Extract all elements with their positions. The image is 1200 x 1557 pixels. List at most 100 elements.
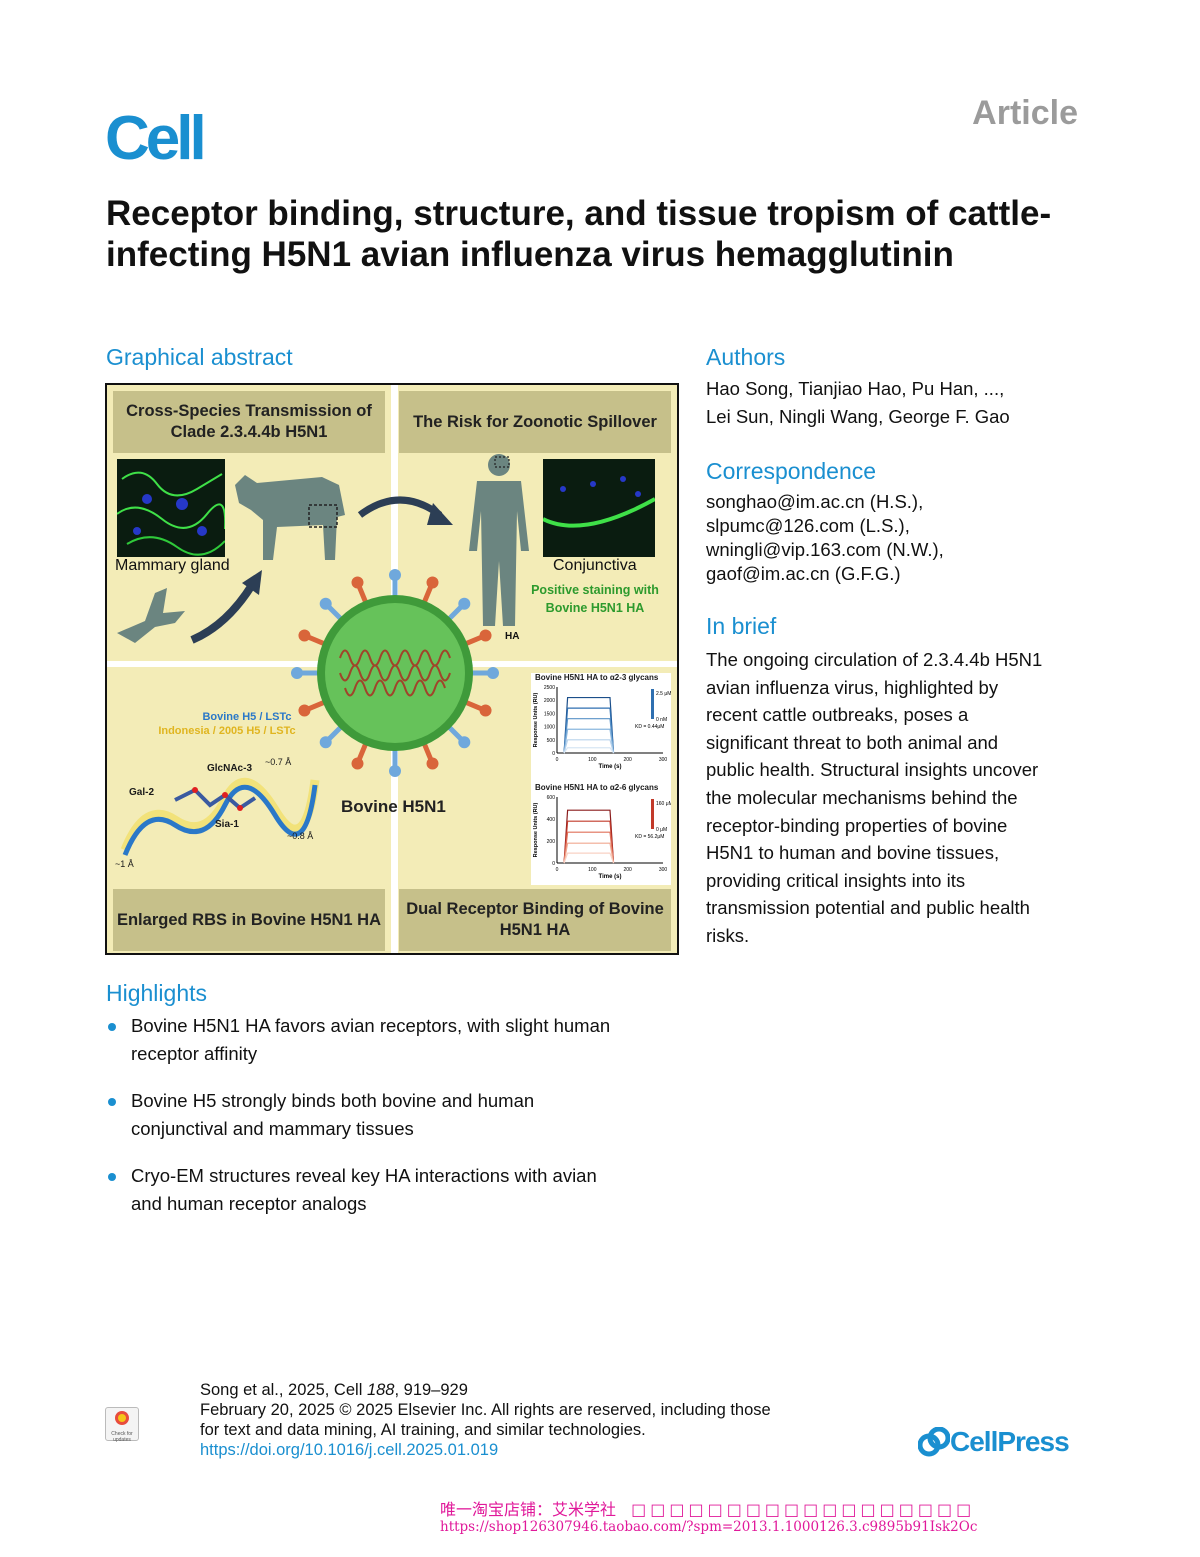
article-title: Receptor binding, structure, and tissue … bbox=[106, 194, 1052, 274]
mammary-micrograph bbox=[116, 459, 227, 557]
rbs-structure-diagram bbox=[120, 777, 320, 856]
in-brief-line: The ongoing circulation of 2.3.4.4b H5N1 bbox=[706, 649, 1043, 670]
article-type-label: Article bbox=[972, 94, 1078, 132]
journal-logo: Cell bbox=[105, 104, 207, 173]
ga-band-top-left-text: Cross-Species Transmission of Clade 2.3.… bbox=[126, 402, 372, 441]
plot-concentration-bar bbox=[651, 799, 654, 829]
watermark-line-1: 唯一淘宝店铺：艾米学社 □□□□□□□□□□□□□□□□□□ bbox=[440, 1496, 975, 1520]
watermark-shop: 唯一淘宝店铺：艾米学社 bbox=[440, 1500, 617, 1519]
glcnac-label: GlcNAc-3 bbox=[207, 763, 253, 774]
in-brief-heading: In brief bbox=[706, 613, 777, 639]
watermark-boxes: □□□□□□□□□□□□□□□□□□ bbox=[631, 1500, 976, 1519]
ha-spike-head bbox=[458, 597, 471, 610]
curved-arrow-icon bbox=[190, 570, 262, 644]
plot-series-line bbox=[563, 820, 615, 864]
ga-band-top-right-text: The Risk for Zoonotic Spillover bbox=[413, 412, 657, 431]
structure-legend-indonesia: Indonesia / 2005 H5 / LSTc bbox=[158, 725, 296, 737]
conjunctiva-tissue-image bbox=[542, 476, 656, 528]
plot-series-line bbox=[563, 696, 615, 754]
highlight-bullet-icon bbox=[108, 1023, 116, 1031]
watermark-url[interactable]: https://shop126307946.taobao.com/?spm=20… bbox=[440, 1519, 978, 1535]
ha-spike-head bbox=[487, 667, 499, 679]
plot-y-tick-label: 1500 bbox=[544, 711, 555, 717]
check-updates-badge[interactable]: Check for updates bbox=[105, 1407, 139, 1443]
ha-spike-head bbox=[389, 765, 401, 777]
ha-label: HA bbox=[505, 631, 520, 642]
virus-particle-diagram bbox=[291, 569, 499, 777]
in-brief-line: recent cattle outbreaks, poses a bbox=[706, 704, 969, 726]
in-brief-line: public health. Structural insights uncov… bbox=[706, 759, 1039, 781]
in-brief-line: the molecular mechanisms behind the bbox=[706, 786, 1018, 808]
ha-spike-head bbox=[351, 757, 364, 770]
highlight-line: receptor affinity bbox=[131, 1043, 258, 1064]
cellpress-mark-icon bbox=[918, 1427, 950, 1457]
graphical-abstract-heading: Graphical abstract bbox=[106, 344, 293, 370]
correspondence-email-2[interactable]: slpumc@126.com (L.S.), bbox=[706, 515, 910, 536]
plot-y-tick-label: 0 bbox=[552, 751, 555, 757]
shift-label-1: ~0.7 Å bbox=[265, 757, 292, 767]
virus-label: Bovine H5N1 bbox=[341, 797, 446, 816]
plot-x-tick-label: 100 bbox=[588, 757, 597, 763]
highlight-item-1: Bovine H5N1 HA favors avian receptors, w… bbox=[131, 1012, 691, 1068]
plot-x-axis-label: Time (s) bbox=[599, 874, 622, 880]
in-brief-text: The ongoing circulation of 2.3.4.4b H5N1… bbox=[706, 646, 1096, 950]
ha-spike-head bbox=[319, 736, 332, 749]
citation-line-1: Song et al., 2025, Cell 188, 919–929 bbox=[200, 1380, 468, 1400]
plot-y-tick-label: 200 bbox=[547, 839, 556, 845]
plot-x-axis-label: Time (s) bbox=[599, 764, 622, 770]
ha-spike-head bbox=[479, 629, 492, 642]
correspondence-email-4[interactable]: gaof@im.ac.cn (G.F.G.) bbox=[706, 563, 901, 584]
citation-authors: Song et al., 2025, Cell bbox=[200, 1381, 367, 1399]
correspondence-email-1[interactable]: songhao@im.ac.cn (H.S.), bbox=[706, 491, 924, 512]
curved-arrow-right-icon bbox=[357, 496, 453, 525]
highlight-item-2: Bovine H5 strongly binds both bovine and… bbox=[131, 1087, 691, 1143]
doi-link[interactable]: https://doi.org/10.1016/j.cell.2025.01.0… bbox=[200, 1441, 499, 1459]
plot-top-concentration: 2.5 μM bbox=[656, 691, 671, 697]
plot-y-tick-label: 2000 bbox=[544, 698, 555, 704]
ga-band-bottom-left: Enlarged RBS in Bovine H5N1 HA bbox=[113, 889, 385, 951]
plot-y-tick-label: 400 bbox=[547, 817, 556, 823]
ha-spike-head bbox=[426, 757, 439, 770]
in-brief-line: significant threat to both animal and bbox=[706, 731, 999, 753]
plot-y-tick-label: 0 bbox=[552, 861, 555, 867]
ha-spike-head bbox=[351, 576, 364, 589]
plot-top-concentration: 160 μM bbox=[656, 801, 671, 807]
cellpress-logo: CellPress bbox=[918, 1426, 1070, 1458]
in-brief-line: risks. bbox=[706, 924, 750, 946]
plot-series-line bbox=[563, 707, 615, 754]
in-brief-line: providing critical insights into its bbox=[706, 869, 966, 891]
plot-y-axis-label: Response Units (RU) bbox=[533, 802, 539, 857]
shift-label-3: ~1 Å bbox=[115, 859, 134, 869]
graphical-abstract-figure: Cross-Species Transmission of Clade 2.3.… bbox=[105, 383, 679, 955]
ga-band-top-right: The Risk for Zoonotic Spillover bbox=[399, 391, 671, 453]
in-brief-line: H5N1 to human and bovine tissues, bbox=[706, 842, 1000, 864]
plot-series-line bbox=[563, 728, 615, 754]
shift-label-2: ~0.8 Å bbox=[287, 831, 314, 841]
plot-kd-label: KD = 56.2μM bbox=[635, 834, 664, 840]
plot-y-tick-label: 2500 bbox=[544, 685, 555, 691]
plot-x-tick-label: 0 bbox=[556, 757, 559, 763]
mammary-gland-label: Mammary gland bbox=[115, 557, 230, 574]
citation-line-3: for text and data mining, AI training, a… bbox=[200, 1421, 646, 1439]
correspondence-heading: Correspondence bbox=[706, 458, 877, 484]
structure-legend-bovine: Bovine H5 / LSTc bbox=[202, 711, 292, 723]
highlight-bullet-icon bbox=[108, 1173, 116, 1181]
plot-kd-label: KD = 0.44μM bbox=[635, 724, 664, 730]
plot-x-tick-label: 200 bbox=[623, 867, 632, 873]
highlight-item-3: Cryo-EM structures reveal key HA interac… bbox=[131, 1162, 691, 1218]
ha-spike-head bbox=[319, 597, 332, 610]
correspondence-email-3[interactable]: wningli@vip.163.com (N.W.), bbox=[706, 539, 944, 560]
highlight-bullet-icon bbox=[108, 1098, 116, 1106]
ha-spike-head bbox=[479, 704, 492, 717]
highlight-line: conjunctival and mammary tissues bbox=[131, 1118, 414, 1139]
plot-zero-concentration: 0 nM bbox=[656, 717, 667, 723]
ga-band-bottom-right: Dual Receptor Binding of Bovine H5N1 HA bbox=[399, 889, 671, 951]
plot-x-tick-label: 100 bbox=[588, 867, 597, 873]
citation-line-2: February 20, 2025 © 2025 Elsevier Inc. A… bbox=[200, 1401, 771, 1419]
citation-volume: 188 bbox=[366, 1381, 395, 1399]
plot-series-line bbox=[563, 739, 615, 754]
ha-spike-head bbox=[298, 704, 311, 717]
ha-spike-head bbox=[389, 569, 401, 581]
plot-series-line bbox=[563, 809, 615, 864]
